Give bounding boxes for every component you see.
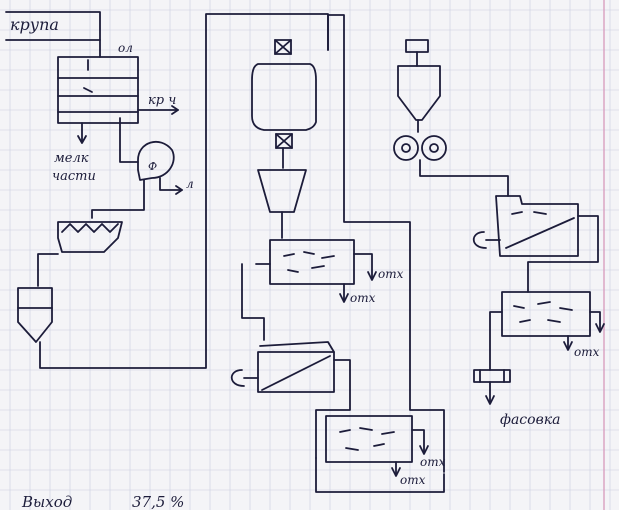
metal-parts-label-2: части — [52, 169, 96, 184]
footer-value-label: 37,5 % — [132, 493, 184, 510]
settling-tank-3 — [315, 415, 445, 493]
screw-conveyor — [37, 221, 123, 287]
svg-text:Ф: Ф — [148, 160, 157, 173]
right-tank-a — [472, 195, 599, 293]
sieve-separator — [57, 39, 179, 144]
cyclone-out-label: л — [186, 177, 194, 191]
right-feed-line — [327, 14, 445, 473]
otk-label-5: отх — [574, 345, 600, 359]
mill-column — [251, 39, 317, 169]
packing-label: фасовка — [500, 412, 560, 428]
otk-label-1: отх — [378, 267, 404, 281]
otk-label-3: отх — [420, 455, 446, 469]
footer-left-label: Выход — [21, 493, 72, 510]
receiving-hopper — [17, 13, 329, 369]
cyclone-fan: Ф — [91, 117, 183, 219]
top-right-hopper — [393, 39, 509, 197]
input-label: крупа — [10, 15, 59, 34]
otk-label-4: отх — [400, 473, 426, 487]
settling-tank-1 — [241, 239, 377, 341]
funnel — [257, 169, 307, 239]
metal-parts-label-1: мелк — [54, 151, 89, 166]
fraction-right-label: кр ч — [148, 93, 176, 108]
sieve-top-label: ол — [118, 41, 133, 55]
input-header-box — [5, 11, 101, 41]
right-tank-b — [489, 291, 605, 371]
settling-tank-2 — [230, 341, 351, 459]
packing-unit — [473, 369, 511, 405]
otk-label-2: отх — [350, 291, 376, 305]
